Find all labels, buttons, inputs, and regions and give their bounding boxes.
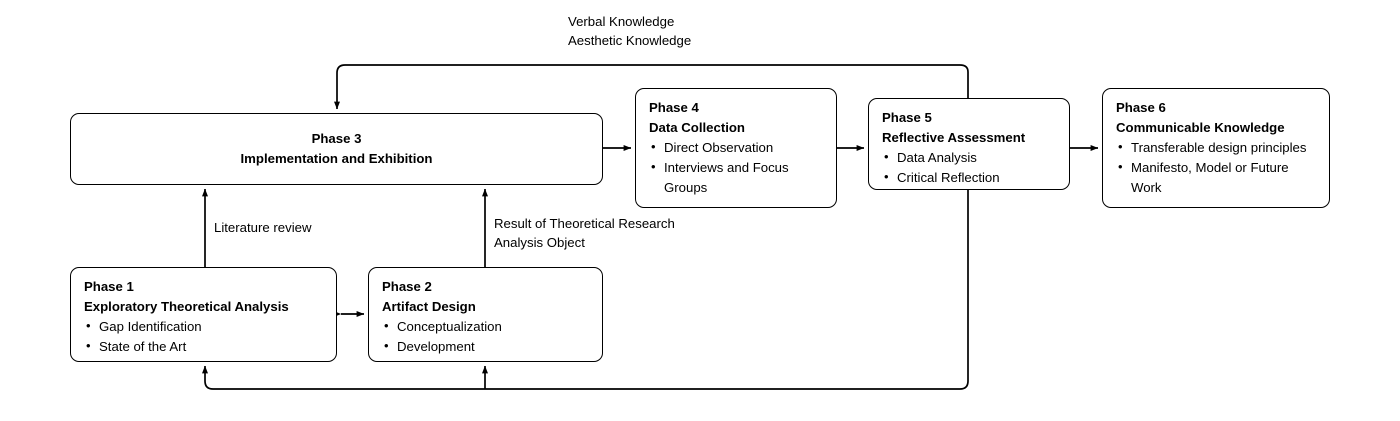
node-phase5-title: Phase 5 [882,110,932,125]
node-phase1-title: Phase 1 [84,279,134,294]
list-item: Critical Reflection [882,167,1056,188]
node-phase1[interactable]: Phase 1 Exploratory Theoretical Analysis… [70,267,337,362]
list-item: Manifesto, Model or Future Work [1116,157,1316,198]
node-phase3-title: Phase 3 [311,131,362,147]
node-phase3-subtitle: Implementation and Exhibition [240,151,433,166]
node-phase3[interactable]: Phase 3 Implementation and Exhibition [70,113,603,185]
list-item: Interviews and Focus Groups [649,157,823,198]
list-item: Transferable design principles [1116,137,1316,158]
list-item: Conceptualization [382,316,589,337]
node-phase4-list: Direct Observation Interviews and Focus … [649,137,823,198]
node-phase5[interactable]: Phase 5 Reflective Assessment Data Analy… [868,98,1070,190]
node-phase4-subtitle: Data Collection [649,119,745,135]
node-phase2[interactable]: Phase 2 Artifact Design Conceptualizatio… [368,267,603,362]
node-phase6-title: Phase 6 [1116,100,1166,115]
list-item: Gap Identification [84,316,323,337]
list-item: Direct Observation [649,137,823,158]
node-phase2-subtitle: Artifact Design [382,298,476,314]
node-phase5-list: Data Analysis Critical Reflection [882,147,1056,188]
node-phase5-subtitle: Reflective Assessment [882,129,1026,145]
edge-label-literature-review: Literature review [214,220,312,235]
node-phase2-title: Phase 2 [382,279,432,294]
list-item: Development [382,336,589,357]
edge-label-verbal-aesthetic-knowledge: Verbal Knowledge Aesthetic Knowledge [568,14,692,49]
node-phase6-list: Transferable design principles Manifesto… [1116,137,1316,198]
node-phase2-list: Conceptualization Development [382,316,589,357]
list-item: State of the Art [84,336,323,357]
node-phase6-subtitle: Communicable Knowledge [1116,119,1285,135]
node-phase1-list: Gap Identification State of the Art [84,316,323,357]
node-phase4[interactable]: Phase 4 Data Collection Direct Observati… [635,88,837,208]
node-phase1-subtitle: Exploratory Theoretical Analysis [84,298,289,314]
list-item: Data Analysis [882,147,1056,168]
edge-label-theoretical-research-result: Result of Theoretical Research Analysis … [494,216,675,251]
node-phase4-title: Phase 4 [649,100,699,115]
node-phase6[interactable]: Phase 6 Communicable Knowledge Transfera… [1102,88,1330,208]
